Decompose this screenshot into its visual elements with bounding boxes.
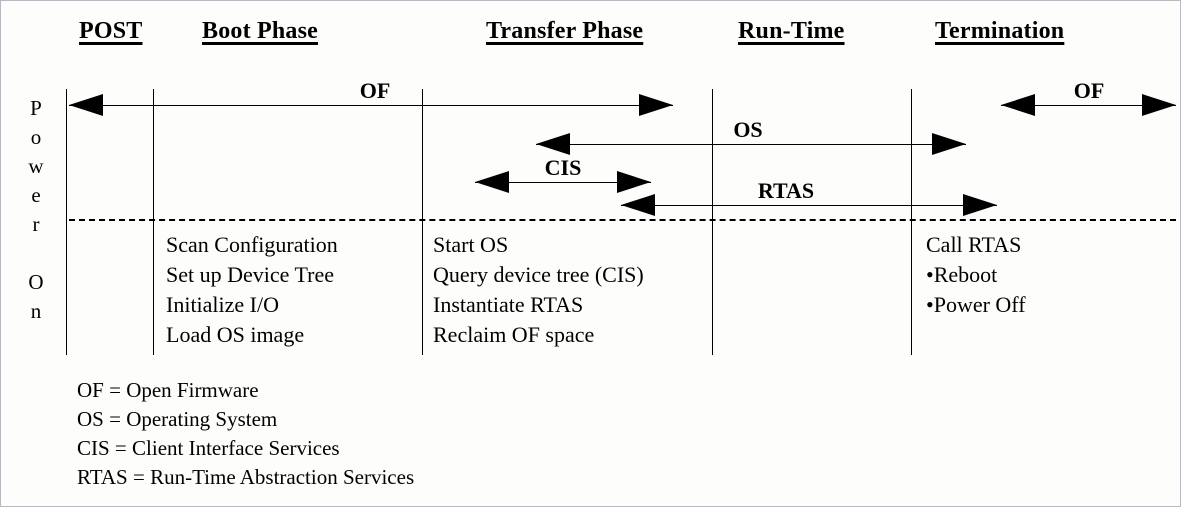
arrow-cis-head-right — [617, 171, 651, 193]
legend-item: RTAS = Run-Time Abstraction Services — [77, 465, 415, 489]
power-on-letter-r: r — [32, 212, 40, 236]
phase-header-boot-phase: Boot Phase — [202, 18, 318, 44]
power-on-letter-gap — [23, 239, 49, 268]
arrow-label-rtas: RTAS — [753, 180, 819, 202]
legend-item: OS = Operating System — [77, 407, 278, 431]
phase-header-run-time: Run-Time — [738, 18, 845, 44]
power-on-axis-label: P o w e r O n — [23, 94, 49, 326]
arrow-os-shaft — [536, 144, 966, 145]
task-item: Initialize I/O — [166, 292, 280, 317]
phase-divider-boot-transfer — [422, 89, 424, 355]
task-item: Instantiate RTAS — [433, 292, 584, 317]
legend-item: CIS = Client Interface Services — [77, 436, 340, 460]
arrow-of-termination-head-right — [1142, 94, 1176, 116]
power-on-letter-o2: O — [28, 270, 44, 294]
arrow-rtas-shaft — [621, 205, 997, 206]
arrow-label-of-termination: OF — [1069, 80, 1109, 102]
task-item: Start OS — [433, 232, 509, 257]
power-on-letter-p: P — [30, 96, 42, 120]
arrow-of-termination-head-left — [1001, 94, 1035, 116]
arrow-of-main-shaft — [69, 105, 673, 106]
task-item: Scan Configuration — [166, 232, 338, 257]
power-on-letter-e: e — [31, 183, 41, 207]
task-item: Call RTAS — [926, 232, 1022, 257]
arrow-label-cis: CIS — [540, 157, 586, 179]
task-item: Set up Device Tree — [166, 262, 335, 287]
arrow-rtas-head-right — [963, 194, 997, 216]
arrow-label-of-main: OF — [355, 80, 395, 102]
power-on-letter-o1: o — [30, 125, 42, 149]
power-on-separator-line — [69, 219, 1176, 221]
arrow-label-os: OS — [729, 119, 767, 141]
task-item: Load OS image — [166, 322, 305, 347]
arrow-of-main-head-left — [69, 94, 103, 116]
arrow-of-termination-shaft — [1001, 105, 1176, 106]
termination-task-list: Call RTAS •Reboot •Power Off — [926, 230, 1026, 320]
arrow-cis-shaft — [475, 182, 651, 183]
legend-item: OF = Open Firmware — [77, 378, 259, 402]
legend-abbreviations: OF = Open Firmware OS = Operating System… — [77, 376, 414, 492]
task-item: •Reboot — [926, 262, 998, 287]
power-on-letter-w: w — [28, 154, 44, 178]
phase-header-transfer-phase: Transfer Phase — [486, 18, 644, 44]
arrow-cis-head-left — [475, 171, 509, 193]
phase-divider-transfer-runtime — [712, 89, 714, 355]
arrow-os-head-left — [536, 133, 570, 155]
transfer-phase-task-list: Start OS Query device tree (CIS) Instant… — [433, 230, 644, 350]
boot-phase-task-list: Scan Configuration Set up Device Tree In… — [166, 230, 338, 350]
arrow-of-main-head-right — [639, 94, 673, 116]
phase-divider-post-left — [66, 89, 68, 355]
arrow-rtas-head-left — [621, 194, 655, 216]
power-on-letter-n: n — [30, 299, 42, 323]
task-item: •Power Off — [926, 292, 1026, 317]
arrow-os-head-right — [932, 133, 966, 155]
task-item: Query device tree (CIS) — [433, 262, 644, 287]
phase-header-termination: Termination — [935, 18, 1065, 44]
phase-header-post: POST — [79, 18, 143, 44]
phase-divider-post-boot — [153, 89, 155, 355]
phase-divider-runtime-termination — [911, 89, 913, 355]
task-item: Reclaim OF space — [433, 322, 595, 347]
